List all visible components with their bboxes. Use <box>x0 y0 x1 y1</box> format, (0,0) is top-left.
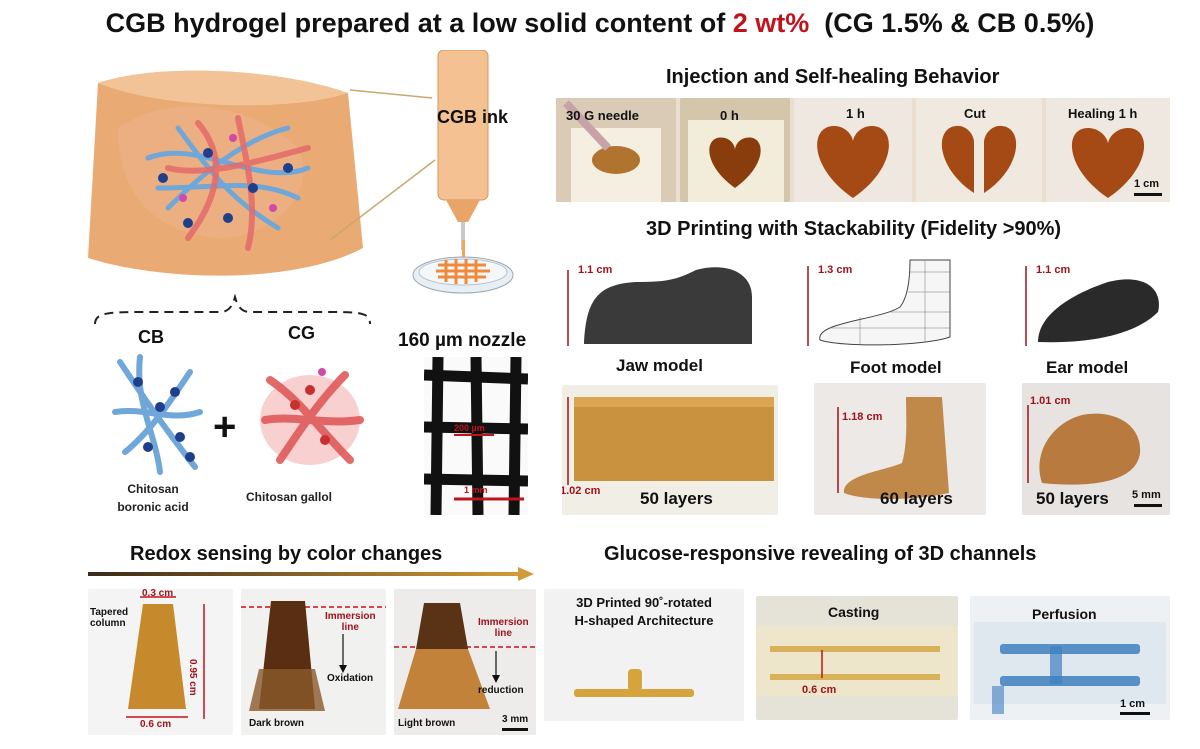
perfusion-label: Perfusion <box>1032 606 1097 622</box>
cb-name: Chitosan boronic acid <box>108 482 198 514</box>
printing-heading: 3D Printing with Stackability (Fidelity … <box>646 218 1062 240</box>
injection-label-3: Cut <box>964 106 986 121</box>
foot-cad-height: 1.3 cm <box>818 264 853 276</box>
injection-label-0: 30 G needle <box>566 108 639 123</box>
title-suffix: (CG 1.5% & CB 0.5%) <box>824 8 1095 38</box>
ear-model-label: Ear model <box>1046 358 1129 377</box>
nozzle-micrograph: 200 µm 1 mm <box>424 357 528 515</box>
redox-bottom: 0.6 cm <box>140 719 172 730</box>
cb-name-line1: Chitosan <box>127 482 179 496</box>
glucose-photo-casting: Casting 0.6 cm <box>756 596 958 720</box>
cb-label: CB <box>138 327 164 347</box>
reduction-label: reduction <box>478 685 524 696</box>
redox-width: 0.3 cm <box>142 589 174 599</box>
redox-photo-reduction: Immersion line reduction Light brown 3 m… <box>394 589 536 735</box>
reduction-immersion-line2: line <box>494 628 512 639</box>
jaw-layers: 50 layers <box>640 489 713 508</box>
printing-scale-label: 5 mm <box>1132 489 1161 501</box>
glucose-printed-line1: 3D Printed 90˚-rotated <box>576 595 712 610</box>
injection-panel-strip: 30 G needle 0 h 1 h Cut Healing 1 h 1 cm <box>556 98 1170 202</box>
casting-label: Casting <box>828 604 880 620</box>
glucose-printed-caption: 3D Printed 90˚-rotated H-shaped Architec… <box>544 595 744 628</box>
printing-scale-bar <box>1134 504 1162 507</box>
jaw-printed-photo: 1.02 cm 50 layers <box>562 385 778 515</box>
nozzle-scale-200um: 200 µm <box>454 423 485 433</box>
foot-model-label: Foot model <box>850 358 942 377</box>
redox-tapered-label: Tapered column <box>90 607 128 629</box>
oxidation-immersion: Immersion line <box>325 611 376 633</box>
title-highlight: 2 wt% <box>732 8 810 38</box>
redox-gradient-arrow <box>88 567 534 581</box>
ear-cad: 1.1 cm <box>1018 252 1168 350</box>
foot-print-height: 1.18 cm <box>842 411 883 423</box>
redox-height: 0.95 cm <box>187 659 198 696</box>
redox-photo-tapered: 0.3 cm Tapered column 0.95 cm 0.6 cm <box>88 589 233 735</box>
redox-scale-bar <box>502 728 528 731</box>
redox-scale-label: 3 mm <box>502 714 529 725</box>
injection-photo-0h: 0 h <box>680 98 790 202</box>
connector-lines <box>310 70 440 250</box>
oxidation-immersion-line1: Immersion <box>325 611 376 622</box>
cb-molecule-illustration <box>100 352 210 477</box>
reduction-immersion: Immersion line <box>478 617 529 639</box>
injection-photo-healing: Healing 1 h 1 cm <box>1046 98 1170 202</box>
redox-tapered-line1: Tapered <box>90 607 129 618</box>
foot-printed-photo: 1.18 cm 60 layers <box>814 383 986 515</box>
ear-print-height: 1.01 cm <box>1030 395 1071 407</box>
reduction-immersion-line1: Immersion <box>478 617 529 628</box>
hydrogel-block-illustration <box>58 48 378 298</box>
ear-printed-photo: 1.01 cm 50 layers 5 mm <box>1022 383 1170 515</box>
ink-label: CGB ink <box>437 107 509 127</box>
glucose-heading: Glucose-responsive revealing of 3D chann… <box>604 543 1037 565</box>
bracket <box>90 292 375 332</box>
glucose-printed-line2: H-shaped Architecture <box>574 613 714 628</box>
syringe-printing-illustration <box>398 50 528 310</box>
foot-cad: 1.3 cm <box>800 252 965 350</box>
jaw-cad-height: 1.1 cm <box>578 264 613 276</box>
dark-brown-caption: Dark brown <box>249 718 305 729</box>
glucose-scale-bar <box>1120 712 1150 715</box>
cg-label: CG <box>288 323 315 343</box>
injection-scale-bar <box>1134 193 1162 196</box>
injection-label-1: 0 h <box>720 108 739 123</box>
title-prefix: CGB hydrogel prepared at a low solid con… <box>105 8 733 38</box>
injection-heading: Injection and Self-healing Behavior <box>666 66 1000 88</box>
jaw-cad: 1.1 cm <box>556 252 756 350</box>
redox-heading: Redox sensing by color changes <box>130 543 443 565</box>
redox-photo-oxidation: Immersion line Oxidation Dark brown <box>241 589 386 735</box>
injection-scale-label: 1 cm <box>1134 178 1160 190</box>
ear-cad-height: 1.1 cm <box>1036 264 1071 276</box>
cg-molecule-illustration <box>250 350 370 480</box>
cb-name-line2: boronic acid <box>117 500 189 514</box>
nozzle-scale-1mm: 1 mm <box>464 485 488 495</box>
injection-label-4: Healing 1 h <box>1068 106 1138 121</box>
figure-title: CGB hydrogel prepared at a low solid con… <box>0 8 1200 39</box>
jaw-print-height: 1.02 cm <box>562 485 601 497</box>
nozzle-label: 160 µm nozzle <box>398 330 527 351</box>
injection-photo-needle: 30 G needle <box>556 98 676 202</box>
light-brown-caption: Light brown <box>398 718 456 729</box>
casting-dim: 0.6 cm <box>802 684 837 696</box>
oxidation-immersion-line2: line <box>341 622 359 633</box>
foot-layers: 60 layers <box>880 489 953 508</box>
injection-label-2: 1 h <box>846 106 865 121</box>
plus-sign: + <box>213 405 237 449</box>
injection-photo-cut: Cut <box>916 98 1042 202</box>
oxidation-label: Oxidation <box>327 673 374 684</box>
glucose-scale-label: 1 cm <box>1120 698 1146 710</box>
glucose-photo-perfusion: Perfusion 1 cm <box>970 596 1170 720</box>
injection-photo-1h: 1 h <box>794 98 912 202</box>
jaw-model-label: Jaw model <box>616 356 703 375</box>
cg-name: Chitosan gallol <box>246 490 333 504</box>
glucose-photo-printed: 3D Printed 90˚-rotated H-shaped Architec… <box>544 589 744 721</box>
redox-tapered-line2: column <box>90 618 126 629</box>
ear-layers: 50 layers <box>1036 489 1109 508</box>
